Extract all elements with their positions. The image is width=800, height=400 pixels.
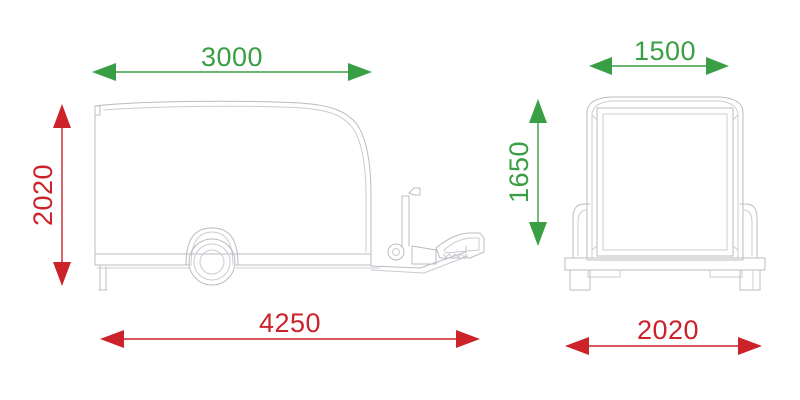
dimension-4250: 4250 (100, 308, 480, 348)
dimension-2020-height-arrow-top (53, 104, 71, 128)
dimension-1650: 1650 (504, 99, 547, 246)
side-view-coupling-head-inner (443, 237, 480, 254)
rear-view-bumper (564, 257, 766, 271)
dimension-1500-arrow-right (706, 57, 729, 75)
rear-view-left-fender-inner (577, 209, 588, 257)
rear-view-cargo-frame (596, 107, 734, 257)
dimension-2020-width-label: 2020 (637, 315, 699, 345)
side-view-wheel-hub (199, 249, 225, 275)
rear-view-cargo-frame-inner (602, 113, 728, 251)
side-view-jockey-handle (408, 187, 421, 196)
side-view-front-notch (94, 105, 101, 116)
side-view-coupling-bracket (411, 245, 437, 265)
side-view-group (94, 100, 485, 291)
side-view-drawbar (370, 245, 467, 269)
side-view-roof-line (103, 105, 367, 253)
rear-view-bumper-cutouts (587, 269, 743, 278)
dimension-1650-arrow-top (529, 99, 547, 123)
dimension-2020-height-arrow-bottom (53, 262, 71, 286)
dimension-2020-height: 2020 (28, 104, 71, 286)
rear-view-left-fender (572, 203, 591, 259)
side-view-chassis-beam (94, 253, 372, 266)
dimension-2020-width: 2020 (565, 315, 762, 355)
rear-view-right-upright (732, 114, 739, 251)
side-view-body-outline (94, 100, 372, 255)
rear-view-body-inner-shell (591, 100, 739, 259)
side-view-wheel-arch-inner (190, 231, 234, 266)
dimension-3000-arrow-left (92, 63, 116, 81)
side-view-wheel-arch (185, 227, 239, 266)
dimension-1650-label: 1650 (504, 141, 534, 203)
dimension-4250-arrow-left (100, 330, 124, 348)
side-view-coupling-teeth (442, 253, 468, 258)
rear-view-right-fender (739, 203, 758, 259)
dimension-4250-label: 4250 (259, 308, 321, 338)
dimension-1500-label: 1500 (634, 36, 696, 66)
dimension-4250-arrow-right (456, 330, 480, 348)
rear-view-right-fender-inner (742, 209, 753, 257)
dimension-1500-arrow-left (589, 57, 612, 75)
dimension-2020-width-arrow-left (565, 337, 589, 355)
rear-view-left-upright (591, 114, 598, 251)
dimension-2020-height-label: 2020 (28, 164, 58, 226)
dimension-3000-label: 3000 (201, 42, 263, 72)
side-view-wheel-rim (193, 243, 231, 281)
side-view-jockey-wheel-hub (392, 248, 400, 256)
side-view-jockey-wheel (387, 243, 405, 261)
dimension-1650-arrow-bottom (529, 222, 547, 246)
dimension-2020-width-arrow-right (738, 337, 762, 355)
side-view-support-leg (98, 265, 108, 291)
side-view-coupling-head (435, 232, 485, 259)
side-view-drawbar-lower (370, 255, 469, 274)
rear-view-right-wheel (739, 269, 761, 291)
dimension-3000: 3000 (92, 42, 372, 81)
rear-view-group (564, 96, 766, 291)
rear-view-left-wheel (569, 269, 591, 291)
side-view-jockey-post (401, 195, 410, 247)
side-view-wheel-outer (188, 238, 236, 286)
dimension-1500: 1500 (589, 36, 729, 75)
rear-view-body-outline (586, 96, 744, 261)
dimension-3000-arrow-right (348, 63, 372, 81)
